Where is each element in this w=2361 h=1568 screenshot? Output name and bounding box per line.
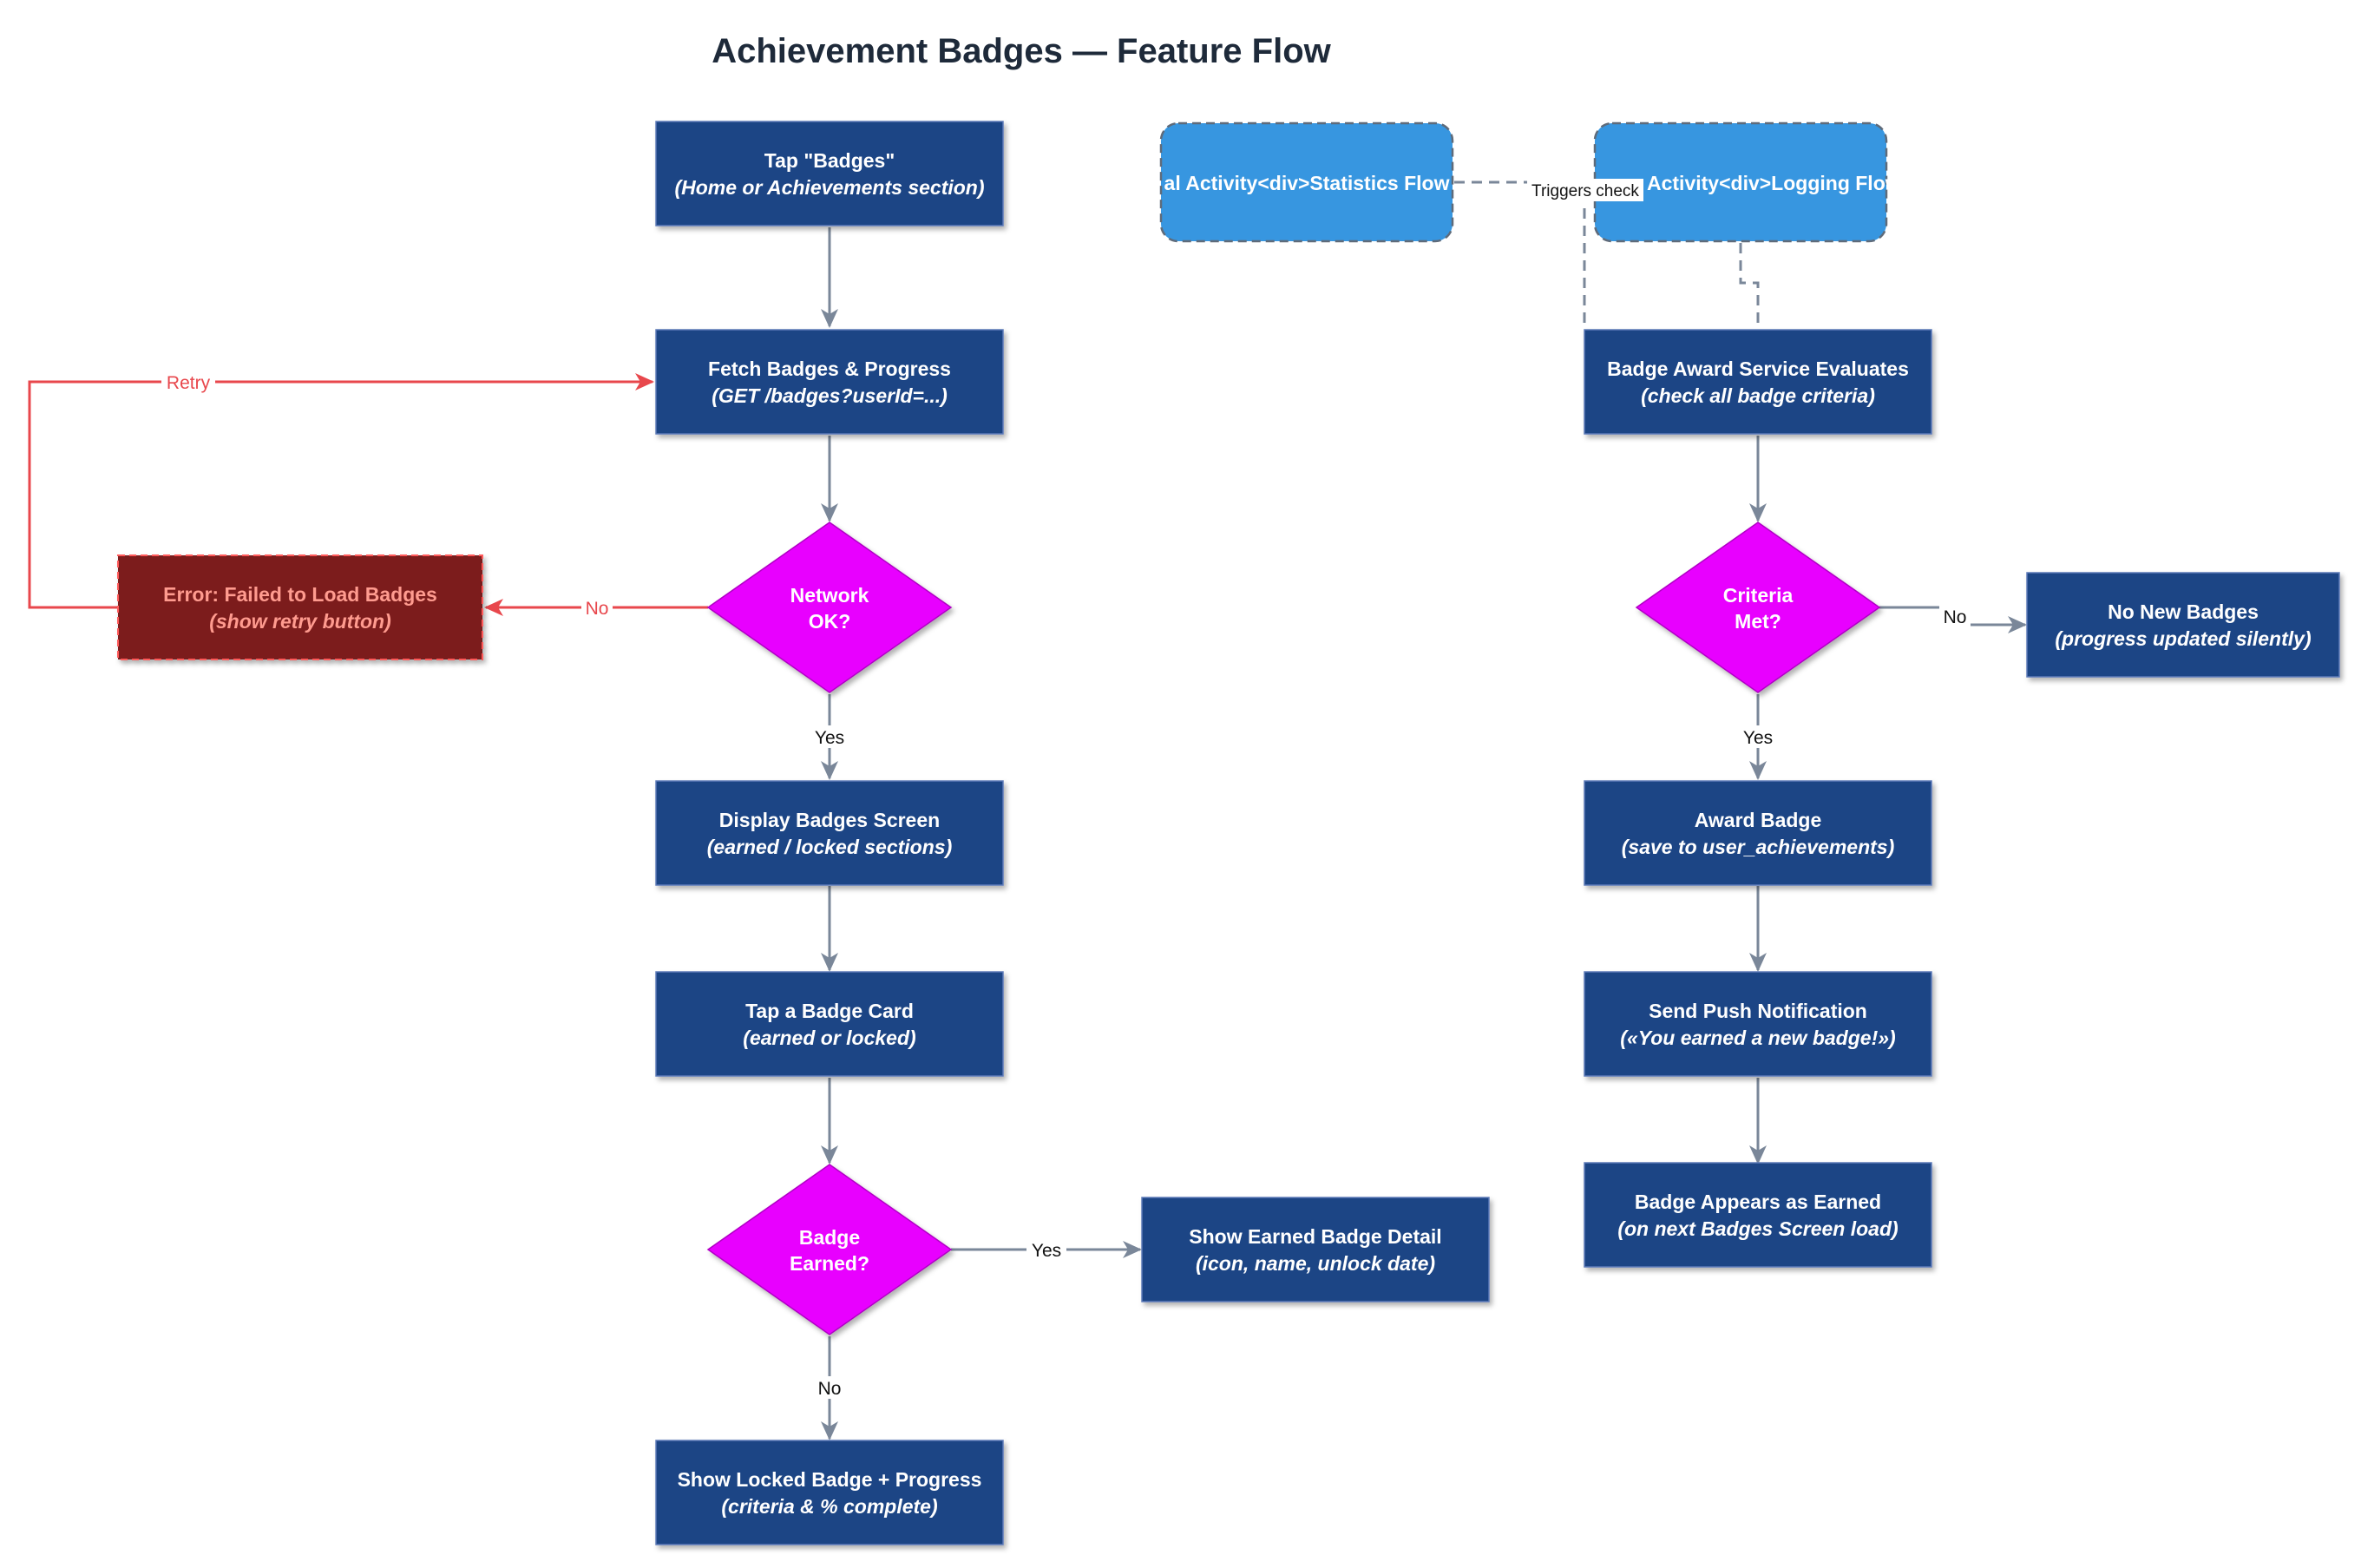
network-ok-line1: Network [790,584,869,607]
decision-badge-earned: Badge Earned? [706,1164,953,1335]
fetch-sub: (GET /badges?userId=...) [712,384,948,407]
node-appears: Badge Appears as Earned (on next Badges … [1584,1162,1932,1268]
tap-card-title: Tap a Badge Card [745,1000,914,1022]
label-network-no: No [586,599,609,619]
stats-flow-text: al Activity<div>Statistics Flow [1164,172,1450,194]
error-title: Error: Failed to Load Badges [163,583,437,606]
label-network-yes: Yes [815,728,844,748]
logging-flow-text: Activity<div>Logging Flow< [1647,172,1912,194]
badge-earned-line1: Badge [799,1226,860,1249]
fetch-title: Fetch Badges & Progress [708,358,951,380]
push-title: Send Push Notification [1649,1000,1867,1022]
award-title: Award Badge [1695,809,1822,831]
locked-sub: (criteria & % complete) [721,1495,937,1518]
label-earned-no: No [818,1379,842,1399]
diagram-title: Achievement Badges — Feature Flow [712,32,1331,70]
decision-network-ok: Network OK? [706,522,953,693]
criteria-met-line1: Criteria [1723,584,1794,607]
node-award: Award Badge (save to user_achievements) [1584,780,1932,886]
node-error: Error: Failed to Load Badges (show retry… [117,554,483,660]
appears-title: Badge Appears as Earned [1635,1191,1881,1213]
locked-title: Show Locked Badge + Progress [678,1468,982,1491]
badge-earned-line2: Earned? [790,1252,869,1275]
edge-stats-trigger [1454,180,1586,330]
edge-logging-trigger [1739,243,1760,330]
network-ok-line2: OK? [809,610,851,633]
label-criteria-yes: Yes [1743,728,1773,748]
node-fetch: Fetch Badges & Progress (GET /badges?use… [655,329,1004,435]
tap-badges-title: Tap "Badges" [764,149,895,172]
tap-card-sub: (earned or locked) [743,1027,915,1049]
evaluate-title: Badge Award Service Evaluates [1607,358,1909,380]
criteria-met-line2: Met? [1735,610,1781,633]
no-new-sub: (progress updated silently) [2055,627,2311,650]
tap-badges-sub: (Home or Achievements section) [674,176,984,199]
node-push: Send Push Notification («You earned a ne… [1584,971,1932,1077]
earned-detail-sub: (icon, name, unlock date) [1196,1252,1435,1275]
display-title: Display Badges Screen [719,809,940,831]
no-new-title: No New Badges [2108,600,2259,623]
label-triggers-check: Triggers check [1531,182,1639,200]
label-criteria-no: No [1944,607,1967,627]
label-earned-yes: Yes [1032,1241,1061,1261]
node-no-new-badges: No New Badges (progress updated silently… [2026,572,2340,678]
decision-criteria-met: Criteria Met? [1635,522,1881,693]
push-sub: («You earned a new badge!») [1620,1027,1895,1049]
display-sub: (earned / locked sections) [707,836,952,858]
node-tap-card: Tap a Badge Card (earned or locked) [655,971,1004,1077]
edge-retry [28,373,654,609]
node-logging-flow: Activity<div>Logging Flow< [1593,121,1912,243]
error-sub: (show retry button) [209,610,391,633]
node-tap-badges: Tap "Badges" (Home or Achievements secti… [655,121,1004,226]
earned-detail-title: Show Earned Badge Detail [1189,1225,1441,1248]
appears-sub: (on next Badges Screen load) [1617,1217,1898,1240]
node-evaluate: Badge Award Service Evaluates (check all… [1584,329,1932,435]
node-earned-detail: Show Earned Badge Detail (icon, name, un… [1141,1197,1490,1302]
award-sub: (save to user_achievements) [1622,836,1895,858]
evaluate-sub: (check all badge criteria) [1641,384,1875,407]
node-display: Display Badges Screen (earned / locked s… [655,780,1004,886]
node-stats-flow: al Activity<div>Statistics Flow [1159,121,1454,243]
label-retry: Retry [167,373,211,393]
node-locked: Show Locked Badge + Progress (criteria &… [655,1440,1004,1545]
